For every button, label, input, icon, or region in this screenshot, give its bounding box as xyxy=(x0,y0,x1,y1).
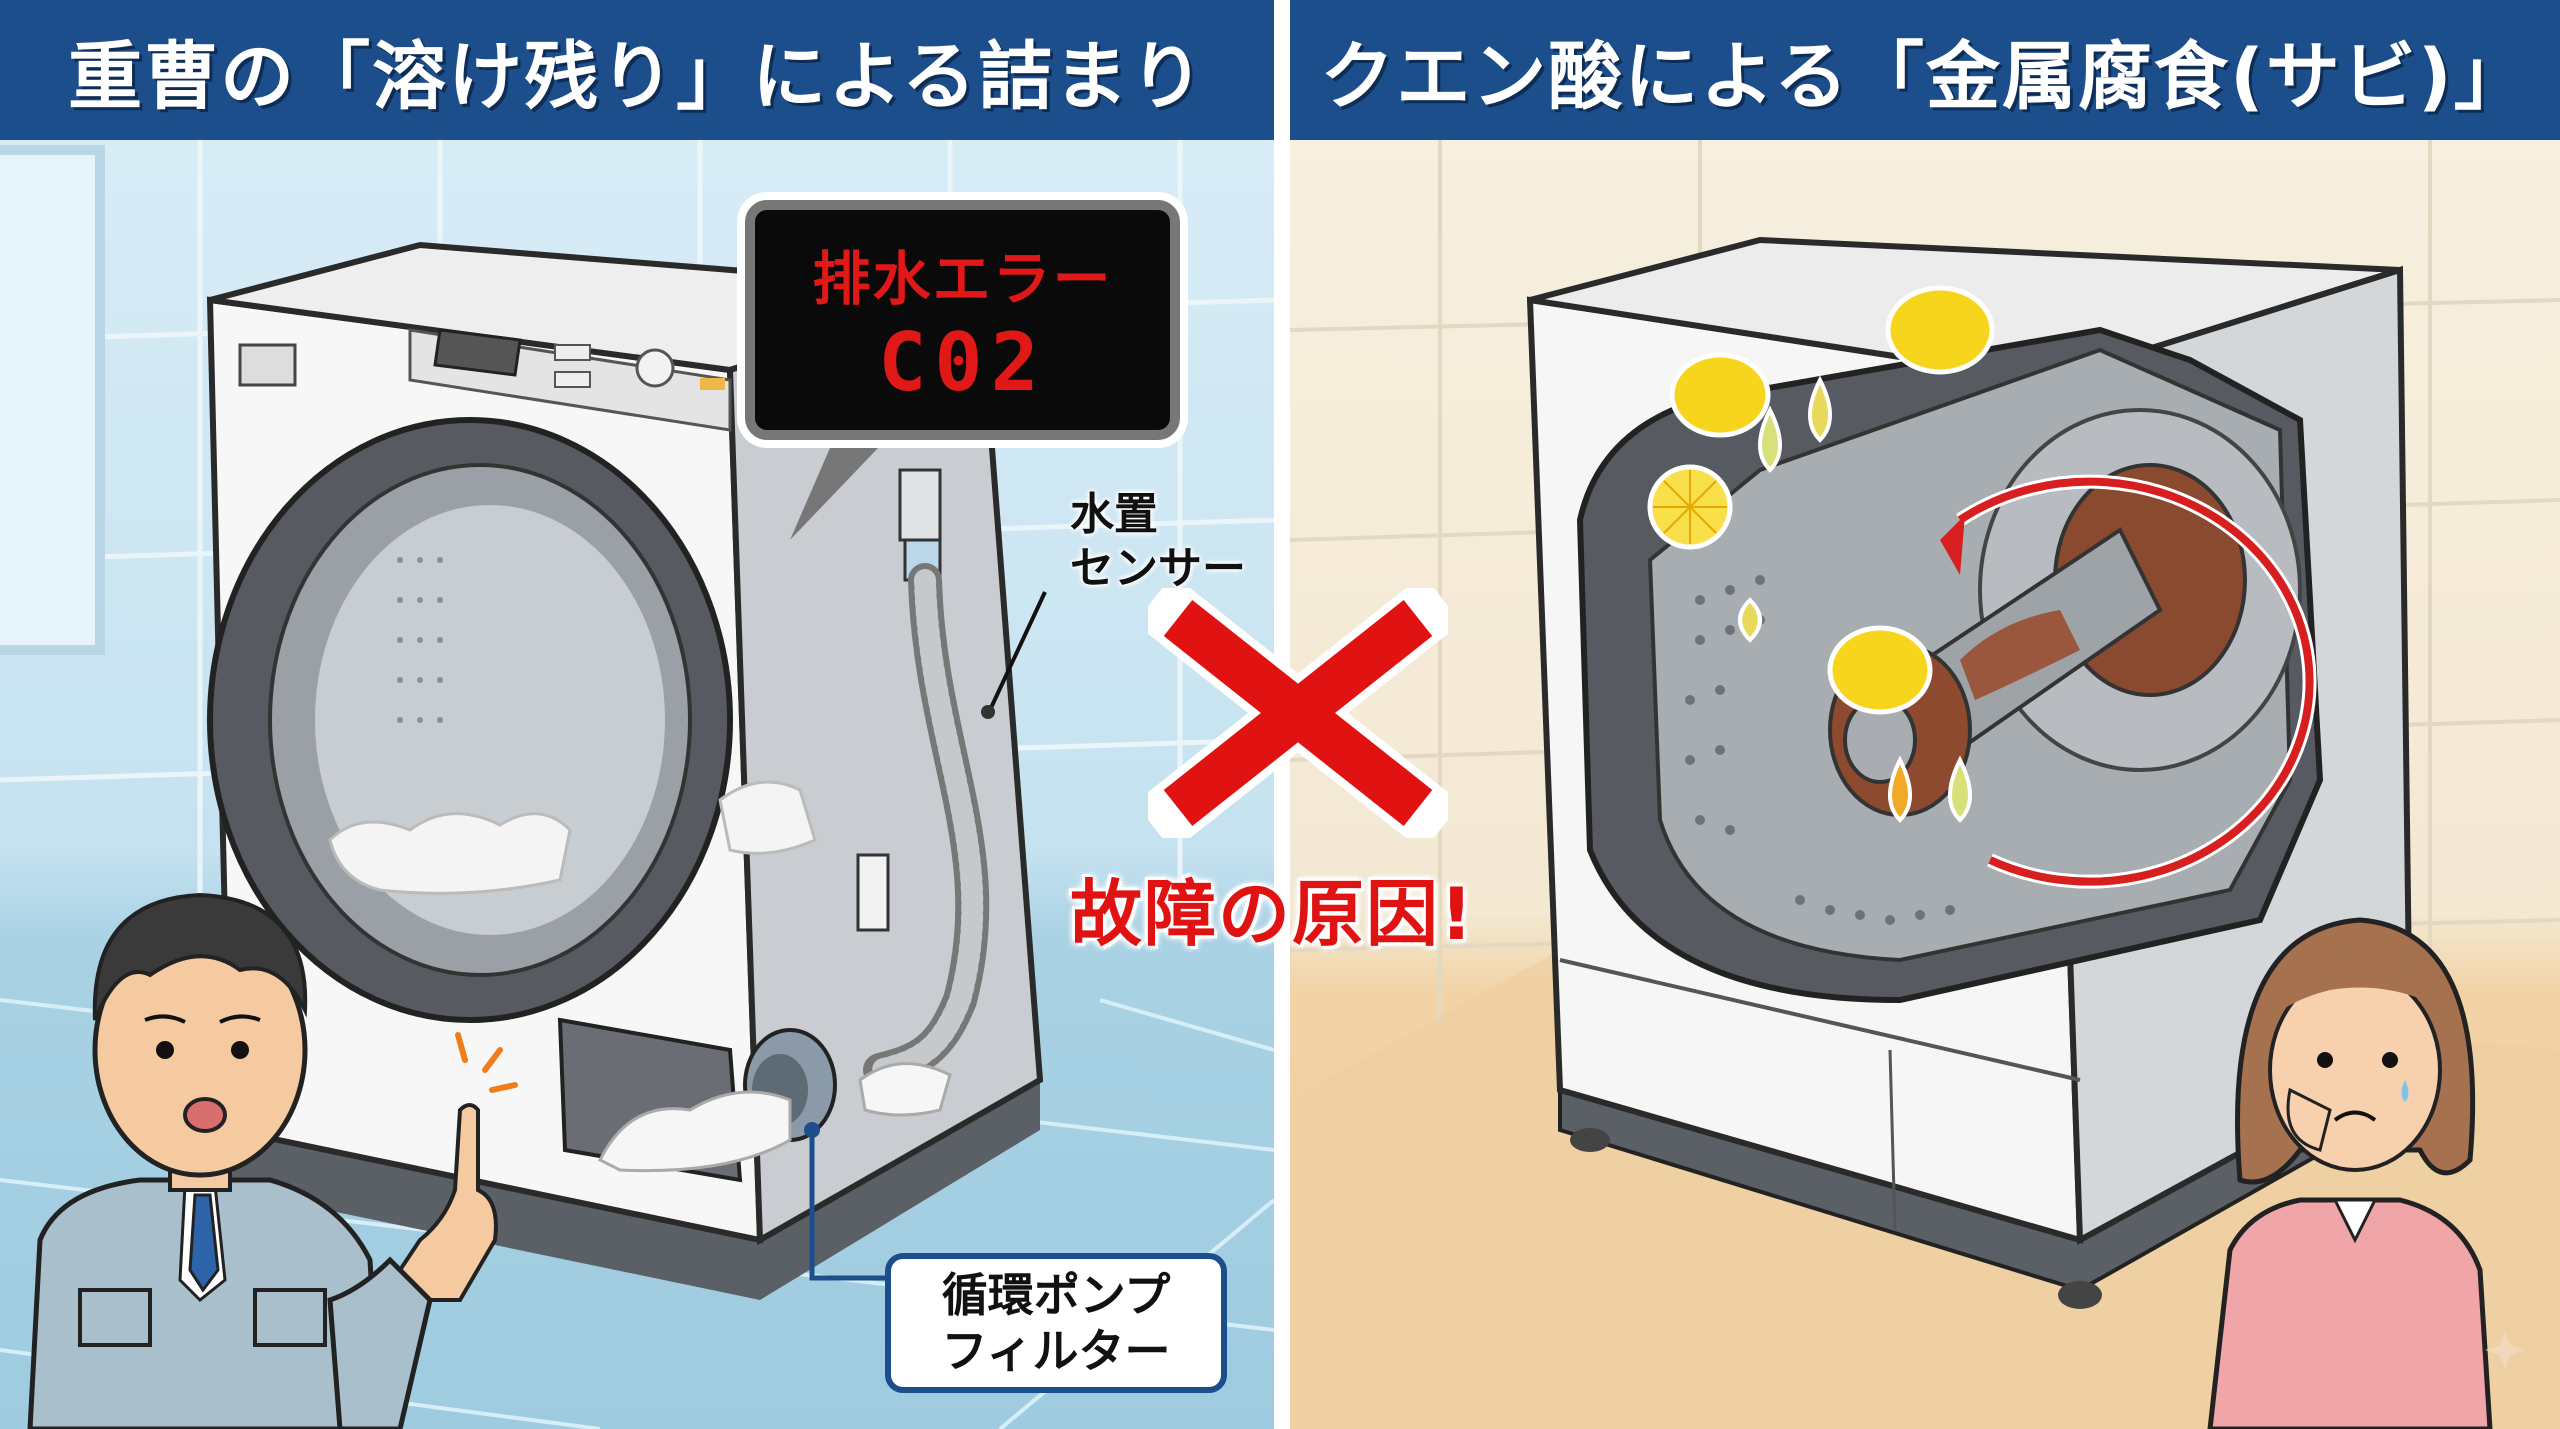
left-panel: 重曹の「溶け残り」による詰まり xyxy=(0,0,1274,1429)
filter-label-line1: 循環ポンプ xyxy=(941,1268,1171,1322)
right-header: クエン酸による「金属腐食(サビ)」 xyxy=(1290,0,2560,140)
water-level-sensor-label: 水置 センサー xyxy=(1070,488,1246,596)
left-title: 重曹の「溶け残り」による詰まり xyxy=(68,33,1206,120)
error-code: C02 xyxy=(878,315,1047,409)
drain-error-display: 排水エラー C02 xyxy=(745,200,1180,440)
pump-filter-label: 循環ポンプ フィルター xyxy=(885,1253,1227,1393)
red-x-icon xyxy=(1148,588,1448,838)
right-title: クエン酸による「金属腐食(サビ)」 xyxy=(1320,33,2530,120)
woman-character xyxy=(2207,917,2493,1429)
right-panel: クエン酸による「金属腐食(サビ)」 xyxy=(1290,0,2560,1429)
right-scene xyxy=(1290,140,2560,1429)
sensor-label-line1: 水置 xyxy=(1070,489,1158,540)
technician-character xyxy=(27,892,518,1429)
filter-label-line2: フィルター xyxy=(941,1324,1171,1378)
sensor-label-line2: センサー xyxy=(1070,543,1246,594)
left-scene: 排水エラー C02 水置 センサー 循環ポンプ フィルター xyxy=(0,140,1274,1429)
left-header: 重曹の「溶け残り」による詰まり xyxy=(0,0,1274,140)
washing-machine-rust-illustration xyxy=(1290,140,2560,1429)
failure-cause-label: 故障の原因! xyxy=(1070,872,1475,956)
error-title: 排水エラー xyxy=(812,244,1113,313)
